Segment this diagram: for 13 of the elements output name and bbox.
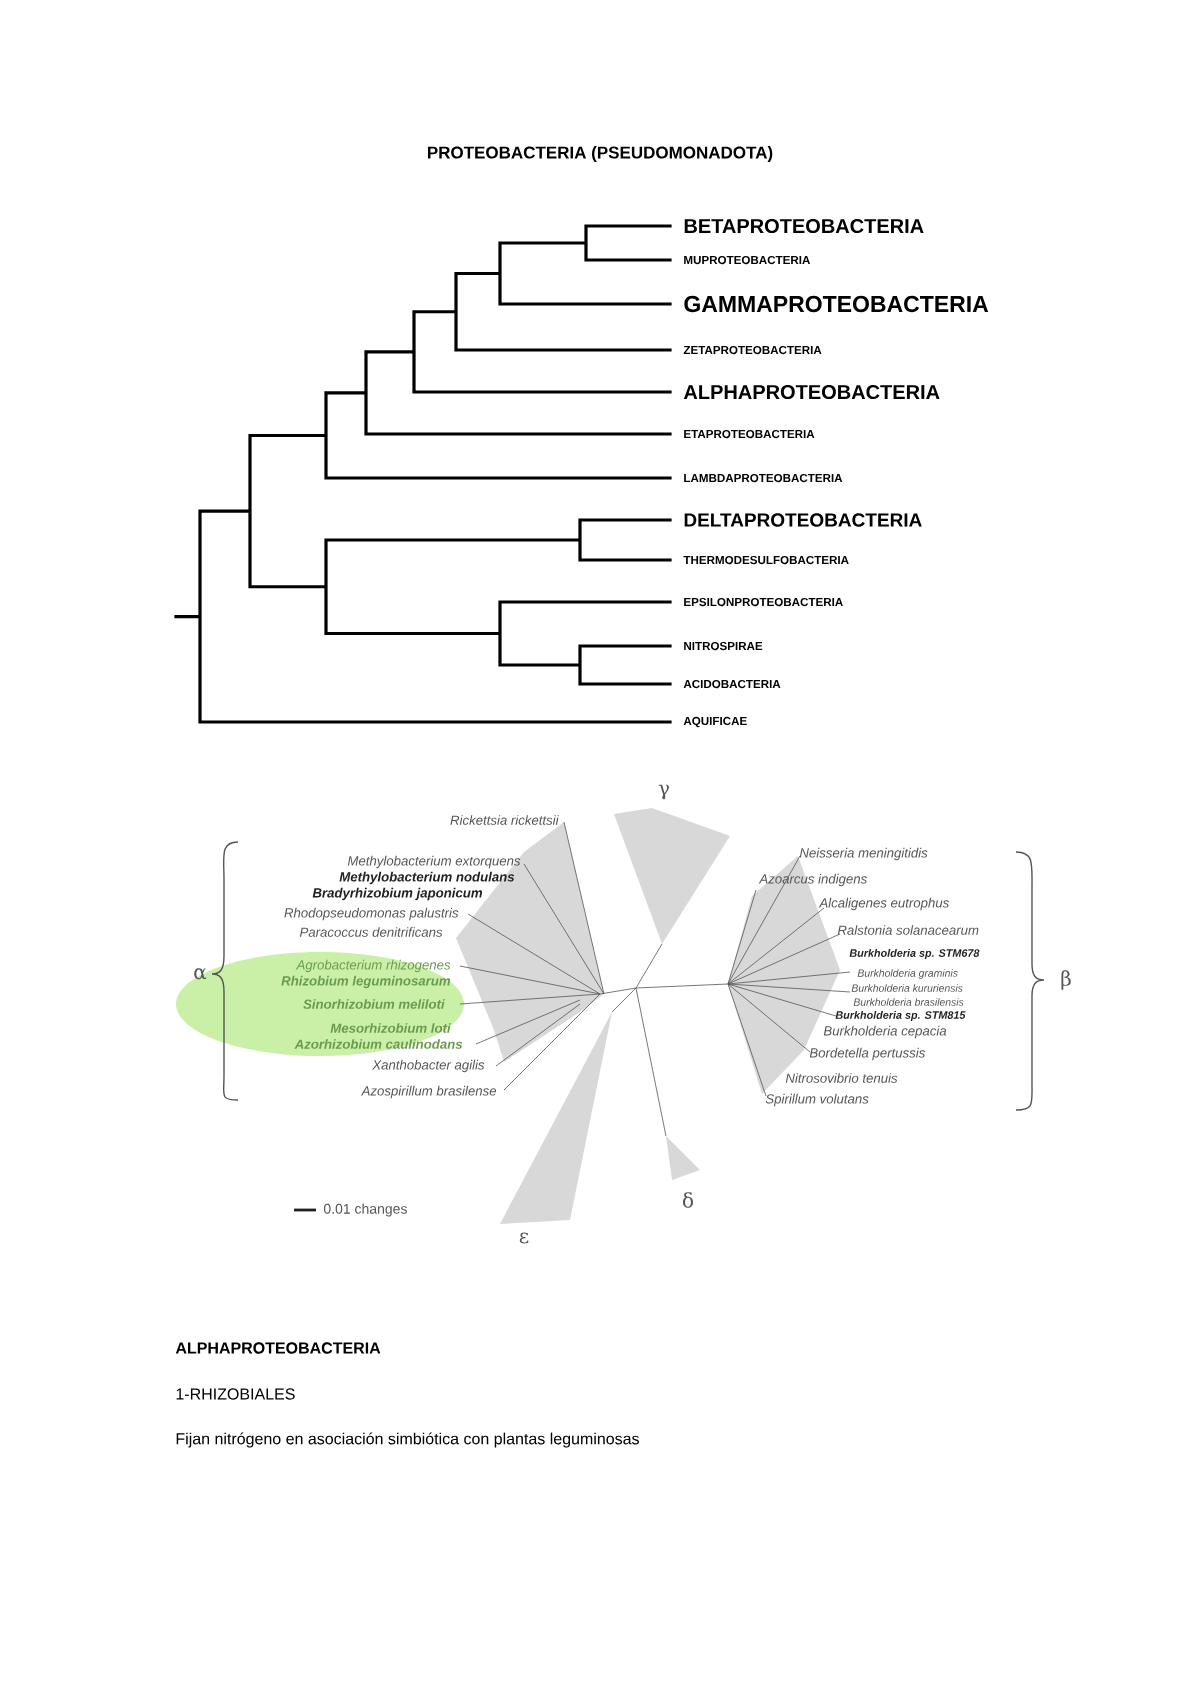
body-text: Fijan nitrógeno en asociación simbiótica con plantas leguminosas	[176, 1432, 639, 1448]
clade-symbol: ε	[519, 1232, 529, 1244]
clade-symbol: δ	[683, 1192, 693, 1208]
section-heading: ALPHAPROTEOBACTERIA	[175, 1342, 381, 1354]
clade-symbol: γ	[658, 784, 669, 800]
taxon-label: BETAPROTEOBACTERIA	[684, 218, 924, 234]
title: PROTEOBACTERIA (PSEUDOMONADOTA)	[428, 146, 773, 162]
clade-symbol: α	[194, 968, 207, 980]
clade-symbol: β	[1061, 970, 1071, 990]
taxon-label: ALPHAPROTEOBACTERIA	[683, 384, 940, 400]
taxon-label: GAMMAPROTEOBACTERIA	[684, 295, 989, 313]
body-text: 1-RHIZOBIALES	[176, 1388, 295, 1400]
taxon-label: DELTAPROTEOBACTERIA	[684, 513, 922, 527]
